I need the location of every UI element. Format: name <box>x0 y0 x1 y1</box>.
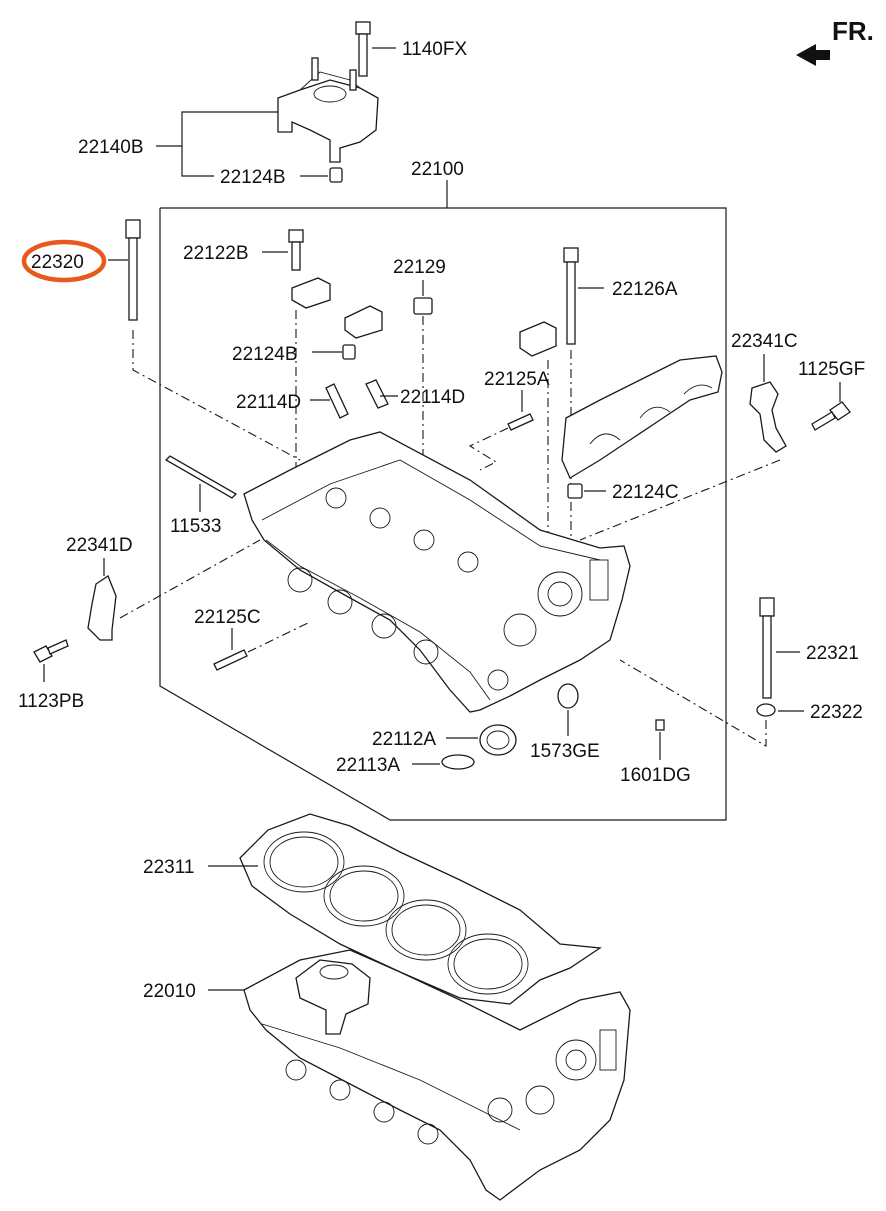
stud-11533-part <box>164 455 238 499</box>
label-22140b[interactable]: 22140B <box>78 137 144 158</box>
head-bolt-22320-part <box>125 219 141 321</box>
bolt-1140fx-part <box>355 21 371 77</box>
label-1123pb[interactable]: 1123PB <box>18 691 84 712</box>
label-22321[interactable]: 22321 <box>806 643 859 664</box>
front-direction-indicator: FR. <box>796 16 874 66</box>
label-22124b-top[interactable]: 22124B <box>220 167 286 188</box>
dowel-22124b-mid-part <box>342 344 356 360</box>
seal-1573ge-part <box>557 683 579 709</box>
pins-22114d-part <box>325 379 389 419</box>
bracket-22341c-part <box>749 381 787 453</box>
cylinder-head-22100-part <box>243 431 631 713</box>
label-22125c[interactable]: 22125C <box>194 607 261 628</box>
label-22112a[interactable]: 22112A <box>372 729 436 750</box>
label-1601dg[interactable]: 1601DG <box>620 765 691 786</box>
label-22124b-mid[interactable]: 22124B <box>232 344 298 365</box>
bolt-22126a-part <box>563 247 579 345</box>
label-22114d-right[interactable]: 22114D <box>400 387 465 408</box>
seal-22112a-part <box>479 724 517 756</box>
label-1125gf[interactable]: 1125GF <box>798 359 865 380</box>
label-22122b[interactable]: 22122B <box>183 243 249 264</box>
cam-carrier-right-part <box>561 355 723 479</box>
label-22114d-left[interactable]: 22114D <box>236 392 301 413</box>
label-22124c[interactable]: 22124C <box>612 482 679 503</box>
assembly-frame-22100 <box>159 180 727 821</box>
ring-22113a-part <box>441 754 475 770</box>
bolt-22321-part <box>759 597 775 699</box>
front-direction-label: FR. <box>832 16 874 46</box>
cam-cap-left-part <box>291 277 383 339</box>
label-22341c[interactable]: 22341C <box>731 331 798 352</box>
stud-22125c-part <box>213 649 248 671</box>
bolt-1123pb-part <box>33 639 69 663</box>
label-22129[interactable]: 22129 <box>393 257 446 278</box>
label-22100[interactable]: 22100 <box>411 159 464 180</box>
dowel-22124b-top-part <box>329 167 343 183</box>
label-22113a[interactable]: 22113A <box>336 755 400 776</box>
label-22320[interactable]: 22320 <box>31 252 84 273</box>
label-22322[interactable]: 22322 <box>810 702 863 723</box>
label-11533[interactable]: 11533 <box>170 516 221 537</box>
plug-1601dg-part <box>655 719 665 731</box>
label-1573ge[interactable]: 1573GE <box>530 741 600 762</box>
label-22311[interactable]: 22311 <box>143 857 194 878</box>
bracket-22140b-part <box>277 57 379 163</box>
bolt-1125gf-part <box>811 401 851 431</box>
dowel-22124c-part <box>567 483 583 499</box>
label-22126a[interactable]: 22126A <box>612 279 678 300</box>
stud-22125a-part <box>507 413 534 431</box>
head-gasket-22311-part <box>239 813 602 1005</box>
bracket-22341d-part <box>87 575 117 641</box>
label-22010[interactable]: 22010 <box>143 981 196 1002</box>
bolt-22122b-part <box>288 229 304 271</box>
washer-22322-part <box>756 703 776 717</box>
label-1140fx[interactable]: 1140FX <box>402 39 467 60</box>
label-22341d[interactable]: 22341D <box>66 535 133 556</box>
cam-cap-right-part <box>519 321 557 357</box>
part-22129 <box>413 297 433 315</box>
front-arrow-icon <box>796 44 830 66</box>
label-22125a[interactable]: 22125A <box>484 369 550 390</box>
highlight-ring-22320 <box>21 239 107 283</box>
cylinder-head-assembly-22010-part <box>243 949 631 1201</box>
